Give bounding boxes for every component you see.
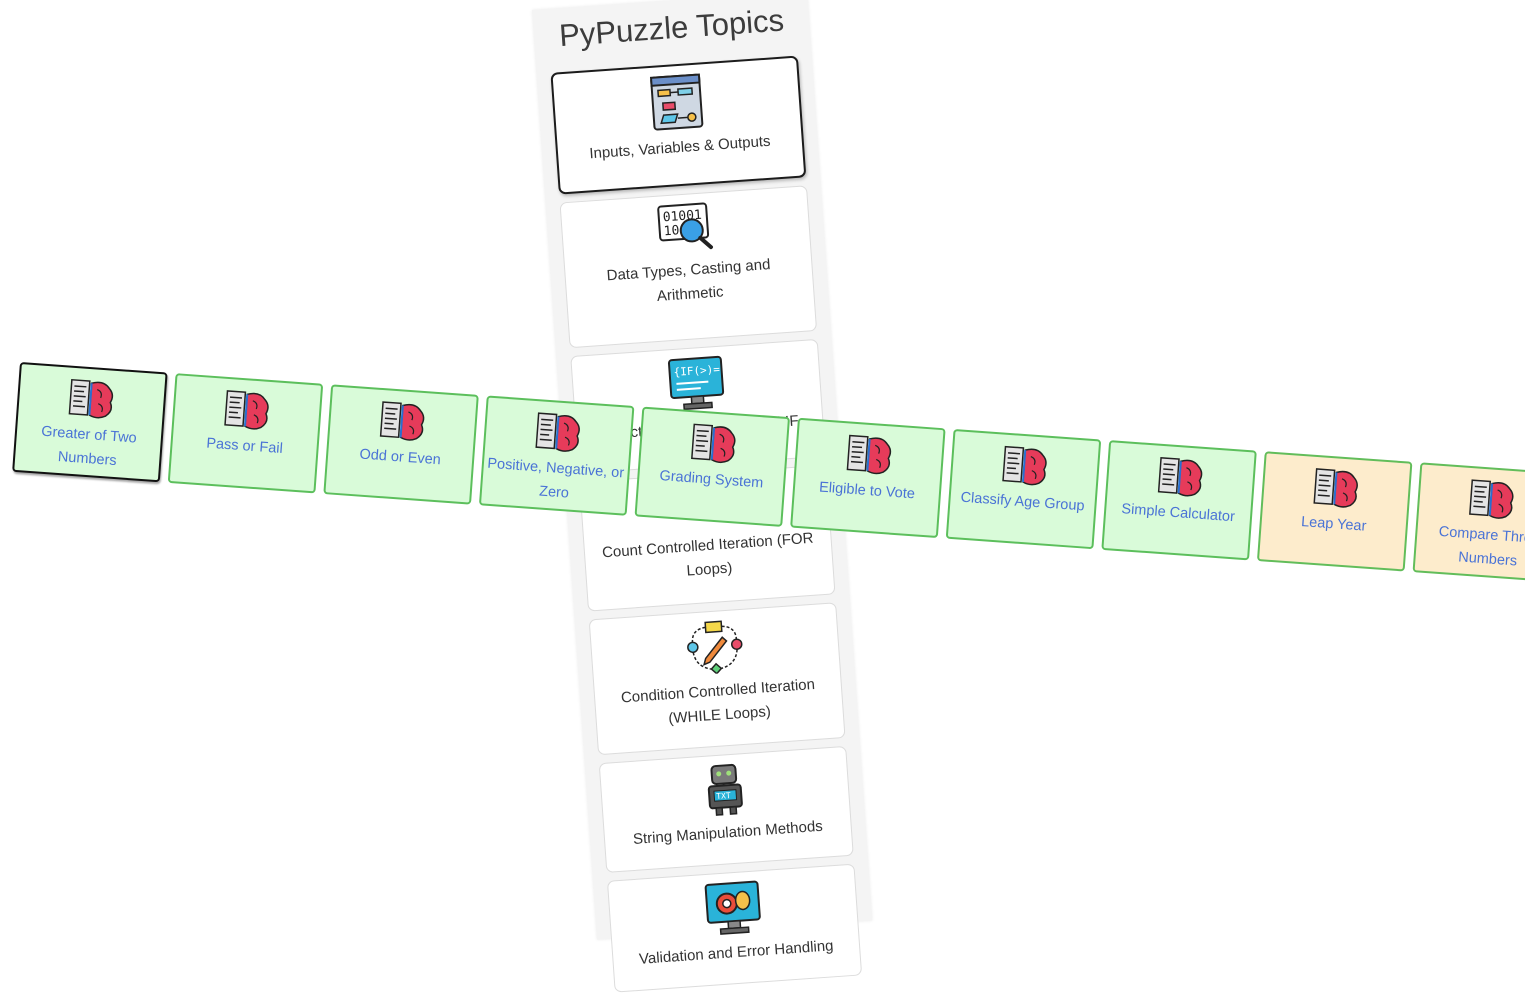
topic-card-validation[interactable]: Validation and Error Handling [606,863,863,993]
puzzle-label: Odd or Even [358,446,442,469]
topic-card-strings[interactable]: TXT String Manipulation Methods [598,745,854,873]
puzzle-card-grading-system[interactable]: Grading System [634,406,791,527]
puzzle-label: Pass or Fail [205,435,284,457]
puzzle-strip: Greater of Two Numbers Pass or Fail [12,362,1525,584]
brain-code-icon [68,378,114,419]
topic-card-data-types[interactable]: 01001 10 Data Types, Casting and Arithme… [559,185,818,349]
puzzle-card-greater-of-two[interactable]: Greater of Two Numbers [12,362,168,483]
if-monitor-icon: {IF(>)= [667,355,725,411]
puzzle-strip-viewport: Greater of Two Numbers Pass or Fail [12,362,1525,584]
puzzle-card-simple-calculator[interactable]: Simple Calculator [1101,440,1257,561]
puzzle-card-positive-negative-zero[interactable]: Positive, Negative, or Zero [478,395,635,516]
brain-code-icon [691,423,736,464]
brain-code-icon [535,412,580,452]
topics-panel: PyPuzzle Topics Inputs, Variables & Outp… [532,0,873,993]
puzzle-label: Eligible to Vote [818,479,916,503]
topic-card-selection[interactable]: {IF(>)= Selection - IF, ELSE and ELIF [570,338,826,474]
cycle-diagram-icon [687,620,743,675]
brain-code-icon [224,390,269,430]
brain-code-icon [1157,457,1203,497]
brain-code-icon [846,434,892,475]
puzzle-card-pass-or-fail[interactable]: Pass or Fail [167,373,324,494]
brain-code-icon [379,401,425,441]
brain-code-icon [1002,445,1047,486]
puzzle-card-classify-age-group[interactable]: Classify Age Group [945,428,1102,550]
binary-search-icon: 01001 10 [657,202,713,250]
robot-txt-icon: TXT [707,763,743,816]
topic-card-while-loops[interactable]: Condition Controlled Iteration (WHILE Lo… [588,602,846,756]
puzzle-card-compare-three-numbers[interactable]: Compare Three Numbers [1412,462,1525,583]
svg-text:TXT: TXT [716,791,731,801]
puzzle-label: Simple Calculator [1120,501,1236,526]
puzzle-label: Leap Year [1300,514,1367,535]
puzzle-label: Compare Three Numbers [1438,523,1525,570]
puzzle-card-leap-year[interactable]: Leap Year [1256,451,1413,572]
brain-code-icon [1313,468,1358,508]
svg-text:10: 10 [663,223,680,239]
puzzle-label: Greater of Two Numbers [40,423,138,470]
puzzle-label: Positive, Negative, or Zero [486,455,625,502]
puzzle-label: Classify Age Group [960,489,1086,515]
puzzle-card-odd-or-even[interactable]: Odd or Even [323,384,479,505]
puzzle-label: Grading System [658,468,764,492]
topic-card-inputs[interactable]: Inputs, Variables & Outputs [550,55,807,195]
bug-monitor-icon [704,880,761,935]
svg-text:{IF(>)=: {IF(>)= [673,363,721,379]
flowchart-icon [649,73,704,131]
puzzle-card-eligible-to-vote[interactable]: Eligible to Vote [790,417,946,539]
brain-code-icon [1469,479,1514,519]
